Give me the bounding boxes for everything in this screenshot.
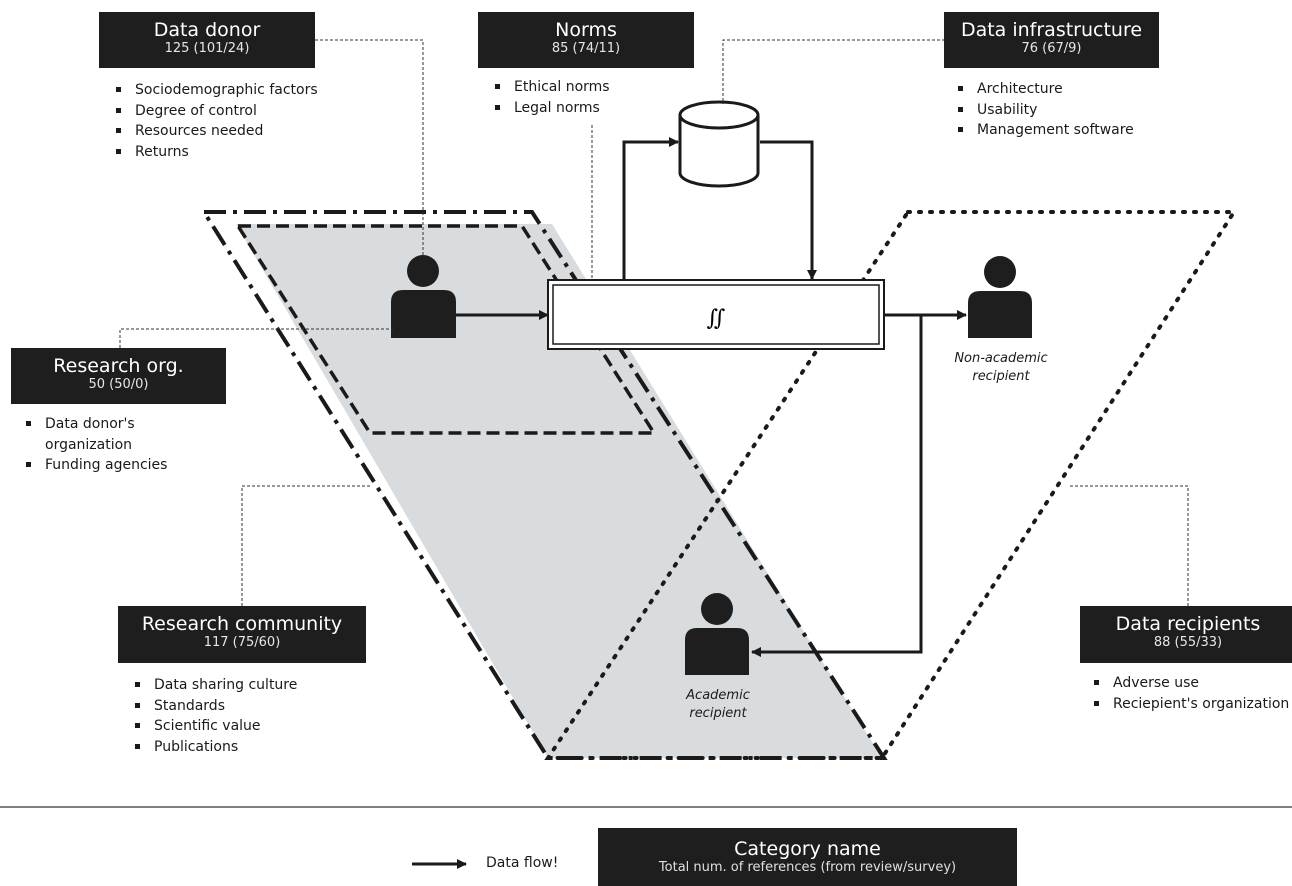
data-infrastructure-title: Data infrastructure <box>960 19 1143 41</box>
data-donor-person-icon <box>391 255 456 338</box>
legend-flow-label: Data flow! <box>486 855 559 871</box>
list-item: Legal norms <box>495 98 610 119</box>
list-item: Returns <box>116 142 318 163</box>
legend-box-subtitle: Total num. of references (from review/su… <box>658 860 957 875</box>
list-item: Resources needed <box>116 121 318 142</box>
norms-title: Norms <box>555 19 617 41</box>
data-recipients-region <box>544 210 1238 760</box>
database-icon <box>678 100 760 188</box>
data-infrastructure-box: Data infrastructure 76 (67/9) <box>944 12 1159 68</box>
norms-box: Norms 85 (74/11) <box>478 12 694 68</box>
non-academic-person-icon <box>968 256 1032 338</box>
list-item: Reciepient's organization <box>1094 694 1289 715</box>
list-item: Standards <box>135 696 297 717</box>
list-item: Funding agencies <box>26 455 176 476</box>
data-infrastructure-leader <box>722 39 945 104</box>
list-item: Architecture <box>958 79 1134 100</box>
research-community-count: 117 (75/60) <box>203 635 281 650</box>
list-item: Publications <box>135 737 297 758</box>
research-community-box: Research community 117 (75/60) <box>118 606 366 663</box>
non-academic-recipient-label: Non-academic recipient <box>954 351 1048 384</box>
data-recipients-title: Data recipients <box>1115 613 1261 635</box>
data-donor-count: 125 (101/24) <box>164 41 250 56</box>
data-donor-items: Sociodemographic factors Degree of contr… <box>116 80 318 162</box>
leader-lines <box>119 39 1189 606</box>
research-org-leader <box>119 328 393 348</box>
data-flow-arrows <box>456 137 967 657</box>
data-infrastructure-items: Architecture Usability Management softwa… <box>958 79 1134 141</box>
list-item: Scientific value <box>135 716 297 737</box>
norms-count: 85 (74/11) <box>551 41 621 56</box>
data-infrastructure-count: 76 (67/9) <box>1021 41 1082 56</box>
list-item: Usability <box>958 100 1134 121</box>
database-to-pipe-arrow <box>760 140 817 280</box>
academic-recipient-label: Academic recipient <box>686 688 750 721</box>
data-pipe-symbol: ∬ <box>707 306 726 331</box>
research-community-title: Research community <box>141 613 343 635</box>
research-org-count: 50 (50/0) <box>88 377 149 392</box>
legend-box-title: Category name <box>734 838 881 860</box>
data-recipients-leader <box>1070 485 1189 606</box>
data-donor-title: Data donor <box>153 19 261 41</box>
data-recipients-count: 88 (55/33) <box>1153 635 1223 650</box>
pipe-to-database-arrow <box>622 137 679 280</box>
norms-items: Ethical norms Legal norms <box>495 77 610 118</box>
data-donor-leader <box>315 39 424 255</box>
academic-person-icon <box>685 593 749 675</box>
list-item: Data donor's organization <box>26 414 176 455</box>
data-recipients-box: Data recipients 88 (55/33) <box>1080 606 1292 663</box>
research-community-items: Data sharing culture Standards Scientifi… <box>135 675 297 757</box>
data-pipe-inner <box>552 284 880 345</box>
list-item: Ethical norms <box>495 77 610 98</box>
data-recipients-items: Adverse use Reciepient's organization <box>1094 673 1289 714</box>
research-org-box: Research org. 50 (50/0) <box>11 348 226 404</box>
list-item: Management software <box>958 120 1134 141</box>
pipe-to-academic-arrow <box>751 315 923 657</box>
data-donor-box: Data donor 125 (101/24) <box>99 12 315 68</box>
research-org-items: Data donor's organization Funding agenci… <box>26 414 176 476</box>
legend-category-box: Category name Total num. of references (… <box>598 828 1017 886</box>
research-community-leader <box>241 485 372 606</box>
research-org-title: Research org. <box>53 355 184 377</box>
list-item: Data sharing culture <box>135 675 297 696</box>
list-item: Sociodemographic factors <box>116 80 318 101</box>
list-item: Degree of control <box>116 101 318 122</box>
list-item: Adverse use <box>1094 673 1289 694</box>
